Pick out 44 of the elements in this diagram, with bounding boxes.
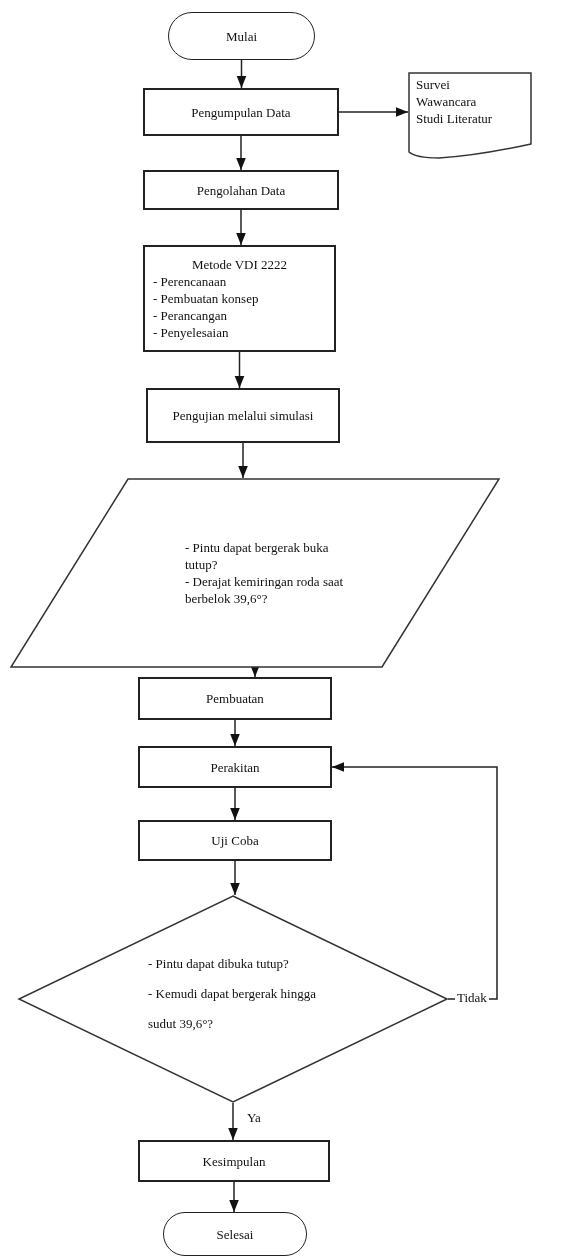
list-item: - Perancangan bbox=[153, 307, 227, 324]
node-label: Survei bbox=[416, 76, 450, 93]
process-box bbox=[138, 677, 332, 720]
node-label: Selesai bbox=[216, 1225, 254, 1243]
list-item: - Pintu dapat dibuka tutup? bbox=[148, 955, 289, 973]
node-label: Metode VDI 2222 bbox=[191, 256, 288, 273]
arrow bbox=[338, 107, 409, 117]
node-label: Uji Coba bbox=[211, 832, 259, 849]
node-label: Wawancara bbox=[416, 93, 477, 110]
arrow bbox=[234, 351, 245, 389]
node-label: Pengolahan Data bbox=[196, 181, 286, 199]
arrow bbox=[236, 59, 247, 89]
list-item: - Pembuatan konsep bbox=[153, 290, 259, 307]
process-box bbox=[138, 1140, 330, 1182]
arrow bbox=[229, 1181, 239, 1213]
node-label: Pengujian melalui simulasi bbox=[172, 407, 314, 424]
list-item: - Kemudi dapat bergerak hingga sudut 39,6°? bbox=[148, 985, 317, 1033]
arrow bbox=[228, 1102, 238, 1141]
process-box bbox=[146, 388, 340, 443]
arrow bbox=[230, 719, 240, 747]
node-label: Perakitan bbox=[210, 758, 260, 776]
list-item: - Perencanaan bbox=[153, 273, 227, 290]
node-label: Pengumpulan Data bbox=[191, 103, 291, 121]
process-box bbox=[138, 746, 332, 788]
node-label: Mulai bbox=[225, 27, 258, 45]
process-box bbox=[143, 88, 339, 136]
arrow bbox=[230, 860, 240, 896]
node-label: Studi Literatur bbox=[416, 110, 493, 127]
arrow bbox=[238, 442, 248, 479]
arrow bbox=[331, 762, 498, 1000]
node-label: Pembuatan bbox=[206, 690, 264, 707]
process-box bbox=[138, 820, 332, 861]
arrow bbox=[230, 787, 240, 821]
list-item: - Penyelesaian bbox=[153, 324, 229, 341]
list-item: - Pintu dapat bergerak buka tutup? bbox=[185, 539, 330, 573]
arrow bbox=[236, 209, 246, 246]
data-parallelogram bbox=[10, 478, 500, 668]
process-box bbox=[143, 245, 336, 352]
node-label: Kesimpulan bbox=[202, 1152, 266, 1170]
process-box bbox=[143, 170, 339, 210]
arrow bbox=[236, 135, 246, 171]
list-item: - Derajat kemiringan roda saat berbelok 39,6°? bbox=[185, 573, 345, 607]
decision-diamond bbox=[18, 895, 448, 1103]
edge-label: Tidak bbox=[455, 990, 489, 1005]
